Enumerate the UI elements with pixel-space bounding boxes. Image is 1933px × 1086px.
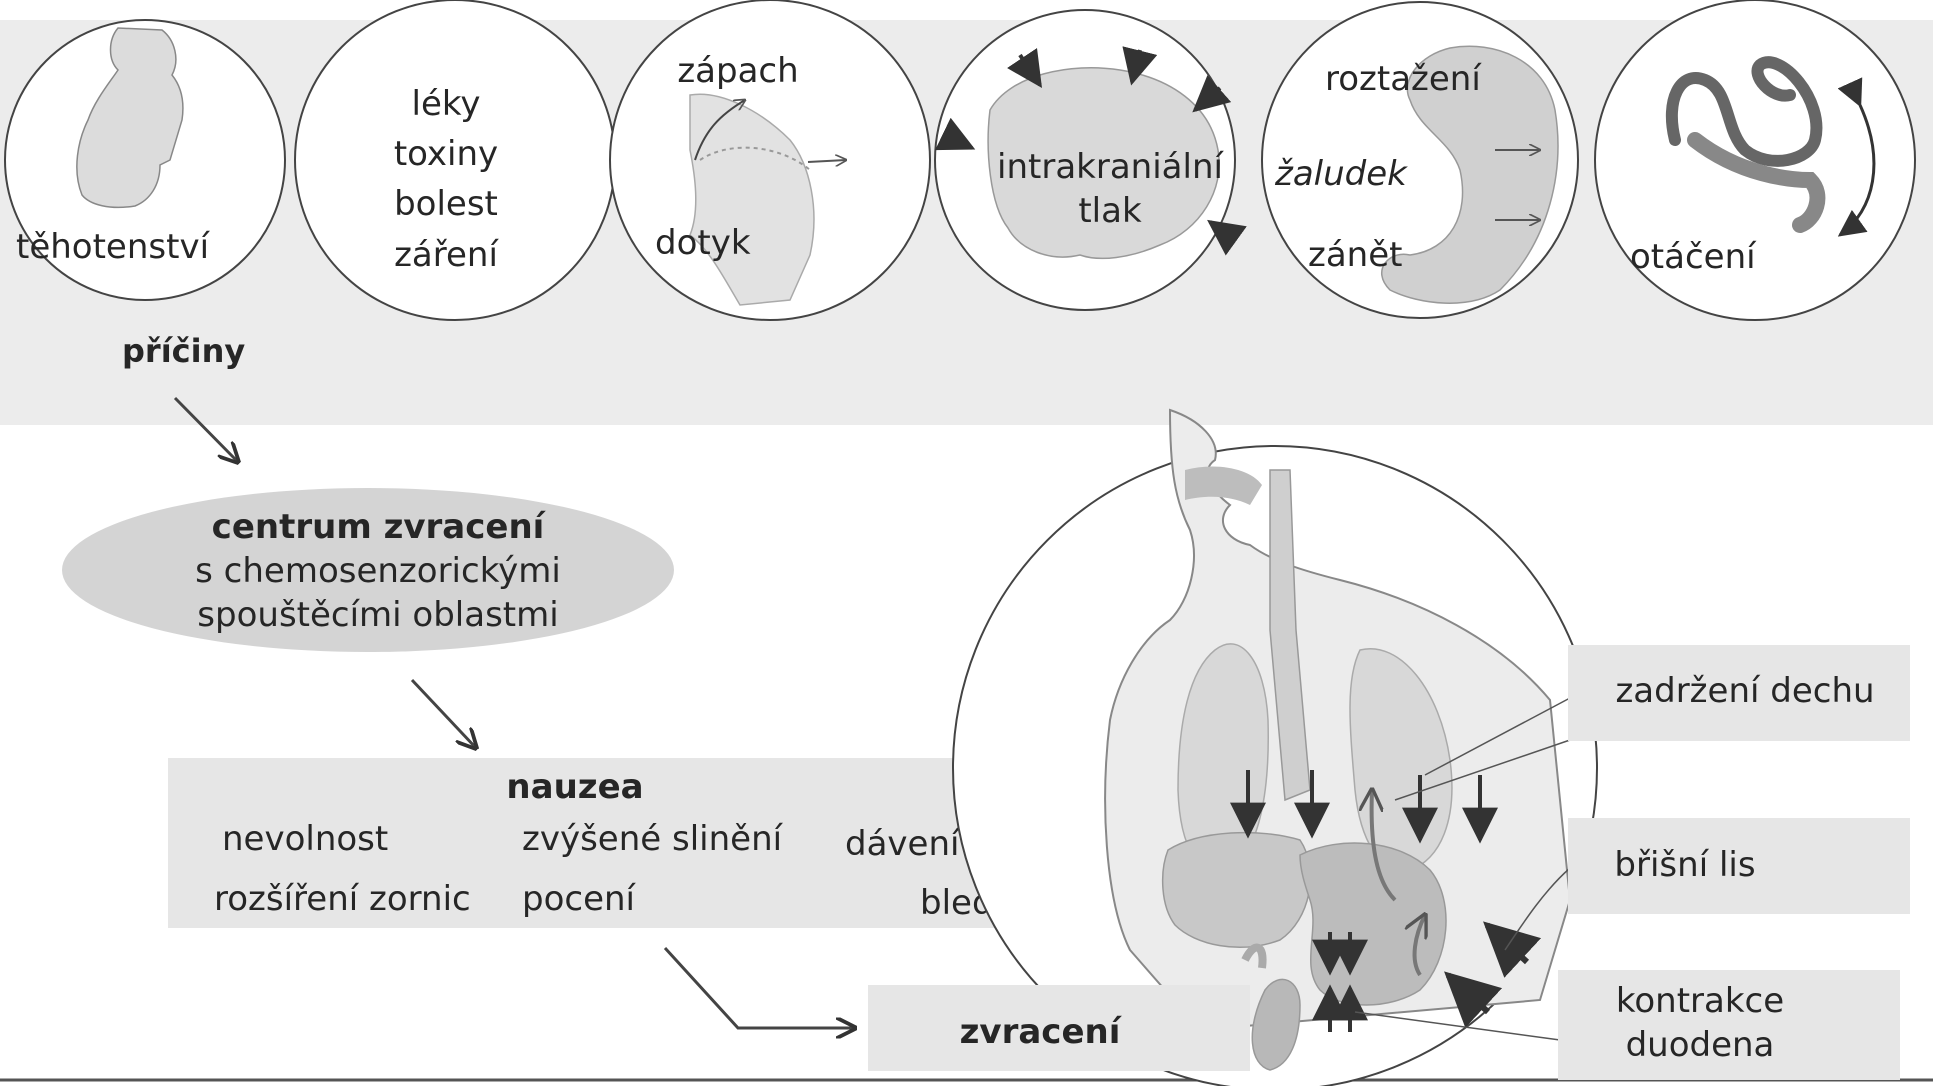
- cause-pain: bolest: [394, 184, 498, 224]
- vomit-center-title: centrum zvracení: [212, 507, 547, 547]
- symptom-nausea: nevolnost: [222, 819, 388, 859]
- arrow-nausea-to-vomiting: [665, 948, 855, 1028]
- symptom-sweating: pocení: [522, 879, 637, 919]
- cause-smell: zápach: [677, 51, 798, 91]
- symptom-salivation: zvýšené slinění: [522, 819, 784, 859]
- cause-inflammation: zánět: [1308, 235, 1402, 275]
- body-illustration: [953, 410, 1597, 1086]
- causes-label: příčiny: [122, 332, 245, 370]
- vomit-center: centrum zvracení s chemosenzorickými spo…: [62, 488, 674, 652]
- cause-toxins: toxiny: [394, 134, 498, 174]
- arrow-center-to-nausea: [412, 680, 476, 748]
- cause-pressure: tlak: [1078, 191, 1142, 231]
- duodenal-contraction-box: kontrakce duodena: [1558, 970, 1900, 1080]
- cause-rotation: otáčení: [1630, 237, 1757, 277]
- vomiting-box: zvracení: [868, 985, 1250, 1071]
- cause-stretch: roztažení: [1325, 59, 1482, 99]
- vomit-center-line2: s chemosenzorickými: [195, 551, 561, 591]
- stomach-organ: [1300, 843, 1446, 1005]
- cause-circle-smell: zápach dotyk: [610, 0, 930, 320]
- cause-intracranial: intrakraniální: [997, 147, 1224, 187]
- liver: [1163, 833, 1311, 948]
- cause-circle-intracranial: intrakraniální tlak: [935, 10, 1235, 310]
- cause-pregnancy: těhotenství: [16, 227, 211, 267]
- cause-radiation: záření: [394, 235, 499, 275]
- abdominal-press-label: břišní lis: [1614, 845, 1755, 885]
- breath-hold-label: zadržení dechu: [1615, 671, 1874, 711]
- cause-circle-pregnancy: těhotenství: [5, 20, 285, 300]
- cause-circle-stomach: roztažení žaludek zánět: [1262, 2, 1578, 318]
- breath-hold-box: zadržení dechu: [1568, 645, 1910, 741]
- cause-circle-drugs: léky toxiny bolest záření: [295, 0, 615, 320]
- vomiting-label: zvracení: [960, 1012, 1123, 1052]
- vomit-center-line3: spouštěcími oblastmi: [197, 595, 558, 635]
- nausea-title: nauzea: [506, 767, 643, 807]
- duodenum-label: duodena: [1626, 1025, 1775, 1065]
- symptom-pupil-dilation: rozšíření zornic: [214, 879, 471, 919]
- cause-stomach: žaludek: [1274, 154, 1408, 194]
- duodenal-contraction-label: kontrakce: [1616, 981, 1784, 1021]
- cause-drugs: léky: [412, 84, 481, 124]
- cause-circle-rotation: otáčení: [1595, 0, 1915, 320]
- symptom-retching: dávení: [845, 824, 961, 864]
- nausea-box: nauzea nevolnost rozšíření zornic zvýšen…: [168, 758, 1086, 928]
- abdominal-press-box: břišní lis: [1568, 818, 1910, 914]
- cause-touch: dotyk: [655, 223, 751, 263]
